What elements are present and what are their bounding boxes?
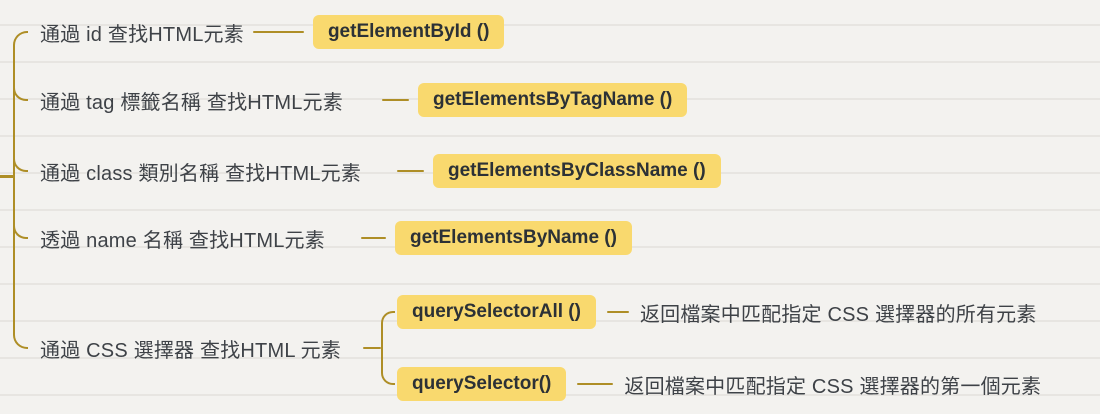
description-queryselectorall[interactable]: 返回檔案中匹配指定 CSS 選擇器的所有元素: [639, 303, 1037, 326]
method-node-queryselectorall[interactable]: querySelectorAll (): [397, 295, 596, 329]
css-selector-children: querySelectorAll () 返回檔案中匹配指定 CSS 選擇器的所有…: [397, 295, 1041, 401]
method-node-getelementsbyname[interactable]: getElementsByName (): [395, 221, 632, 255]
connector-line: [252, 30, 304, 34]
main-brace-connector: [13, 31, 28, 349]
connector-line: [361, 236, 386, 240]
topic-find-by-name[interactable]: 透過 name 名稱 查找HTML元素: [40, 229, 325, 252]
sub-brace-connector: [381, 311, 395, 385]
connector-line: [382, 98, 409, 102]
root-connector-stub: [0, 175, 15, 178]
connector-line: [397, 169, 424, 173]
sub-row-queryselectorall: querySelectorAll () 返回檔案中匹配指定 CSS 選擇器的所有…: [397, 295, 1041, 329]
description-queryselector[interactable]: 返回檔案中匹配指定 CSS 選擇器的第一個元素: [624, 375, 1042, 398]
topic-find-by-class[interactable]: 通過 class 類別名稱 查找HTML元素: [40, 162, 362, 185]
method-node-queryselector[interactable]: querySelector(): [397, 367, 567, 401]
branch-row-css-selector: 通過 CSS 選擇器 查找HTML 元素 querySelectorAll ()…: [40, 295, 1041, 401]
method-node-getelementbyid[interactable]: getElementById (): [312, 15, 505, 49]
connector-line: [606, 310, 629, 314]
sub-row-queryselector: querySelector() 返回檔案中匹配指定 CSS 選擇器的第一個元素: [397, 367, 1041, 401]
branch-row-class: 通過 class 類別名稱 查找HTML元素 getElementsByClas…: [40, 151, 721, 191]
topic-find-by-css-selector[interactable]: 通過 CSS 選擇器 查找HTML 元素: [40, 339, 342, 362]
branch-row-name: 透過 name 名稱 查找HTML元素 getElementsByName (): [40, 218, 632, 258]
connector-line: [577, 382, 614, 386]
branch-connector-tag: [13, 86, 28, 101]
method-node-getelementsbytagname[interactable]: getElementsByTagName (): [418, 83, 688, 117]
branch-row-id: 通過 id 查找HTML元素 getElementById (): [40, 12, 505, 52]
topic-find-by-tag[interactable]: 通過 tag 標籤名稱 查找HTML元素: [40, 91, 343, 114]
connector-line: [363, 346, 381, 350]
branch-connector-name: [13, 224, 28, 239]
topic-find-by-id[interactable]: 通過 id 查找HTML元素: [40, 23, 244, 46]
method-node-getelementsbyclassname[interactable]: getElementsByClassName (): [433, 154, 721, 188]
branch-row-tag: 通過 tag 標籤名稱 查找HTML元素 getElementsByTagNam…: [40, 80, 688, 120]
branch-connector-class: [13, 157, 28, 172]
